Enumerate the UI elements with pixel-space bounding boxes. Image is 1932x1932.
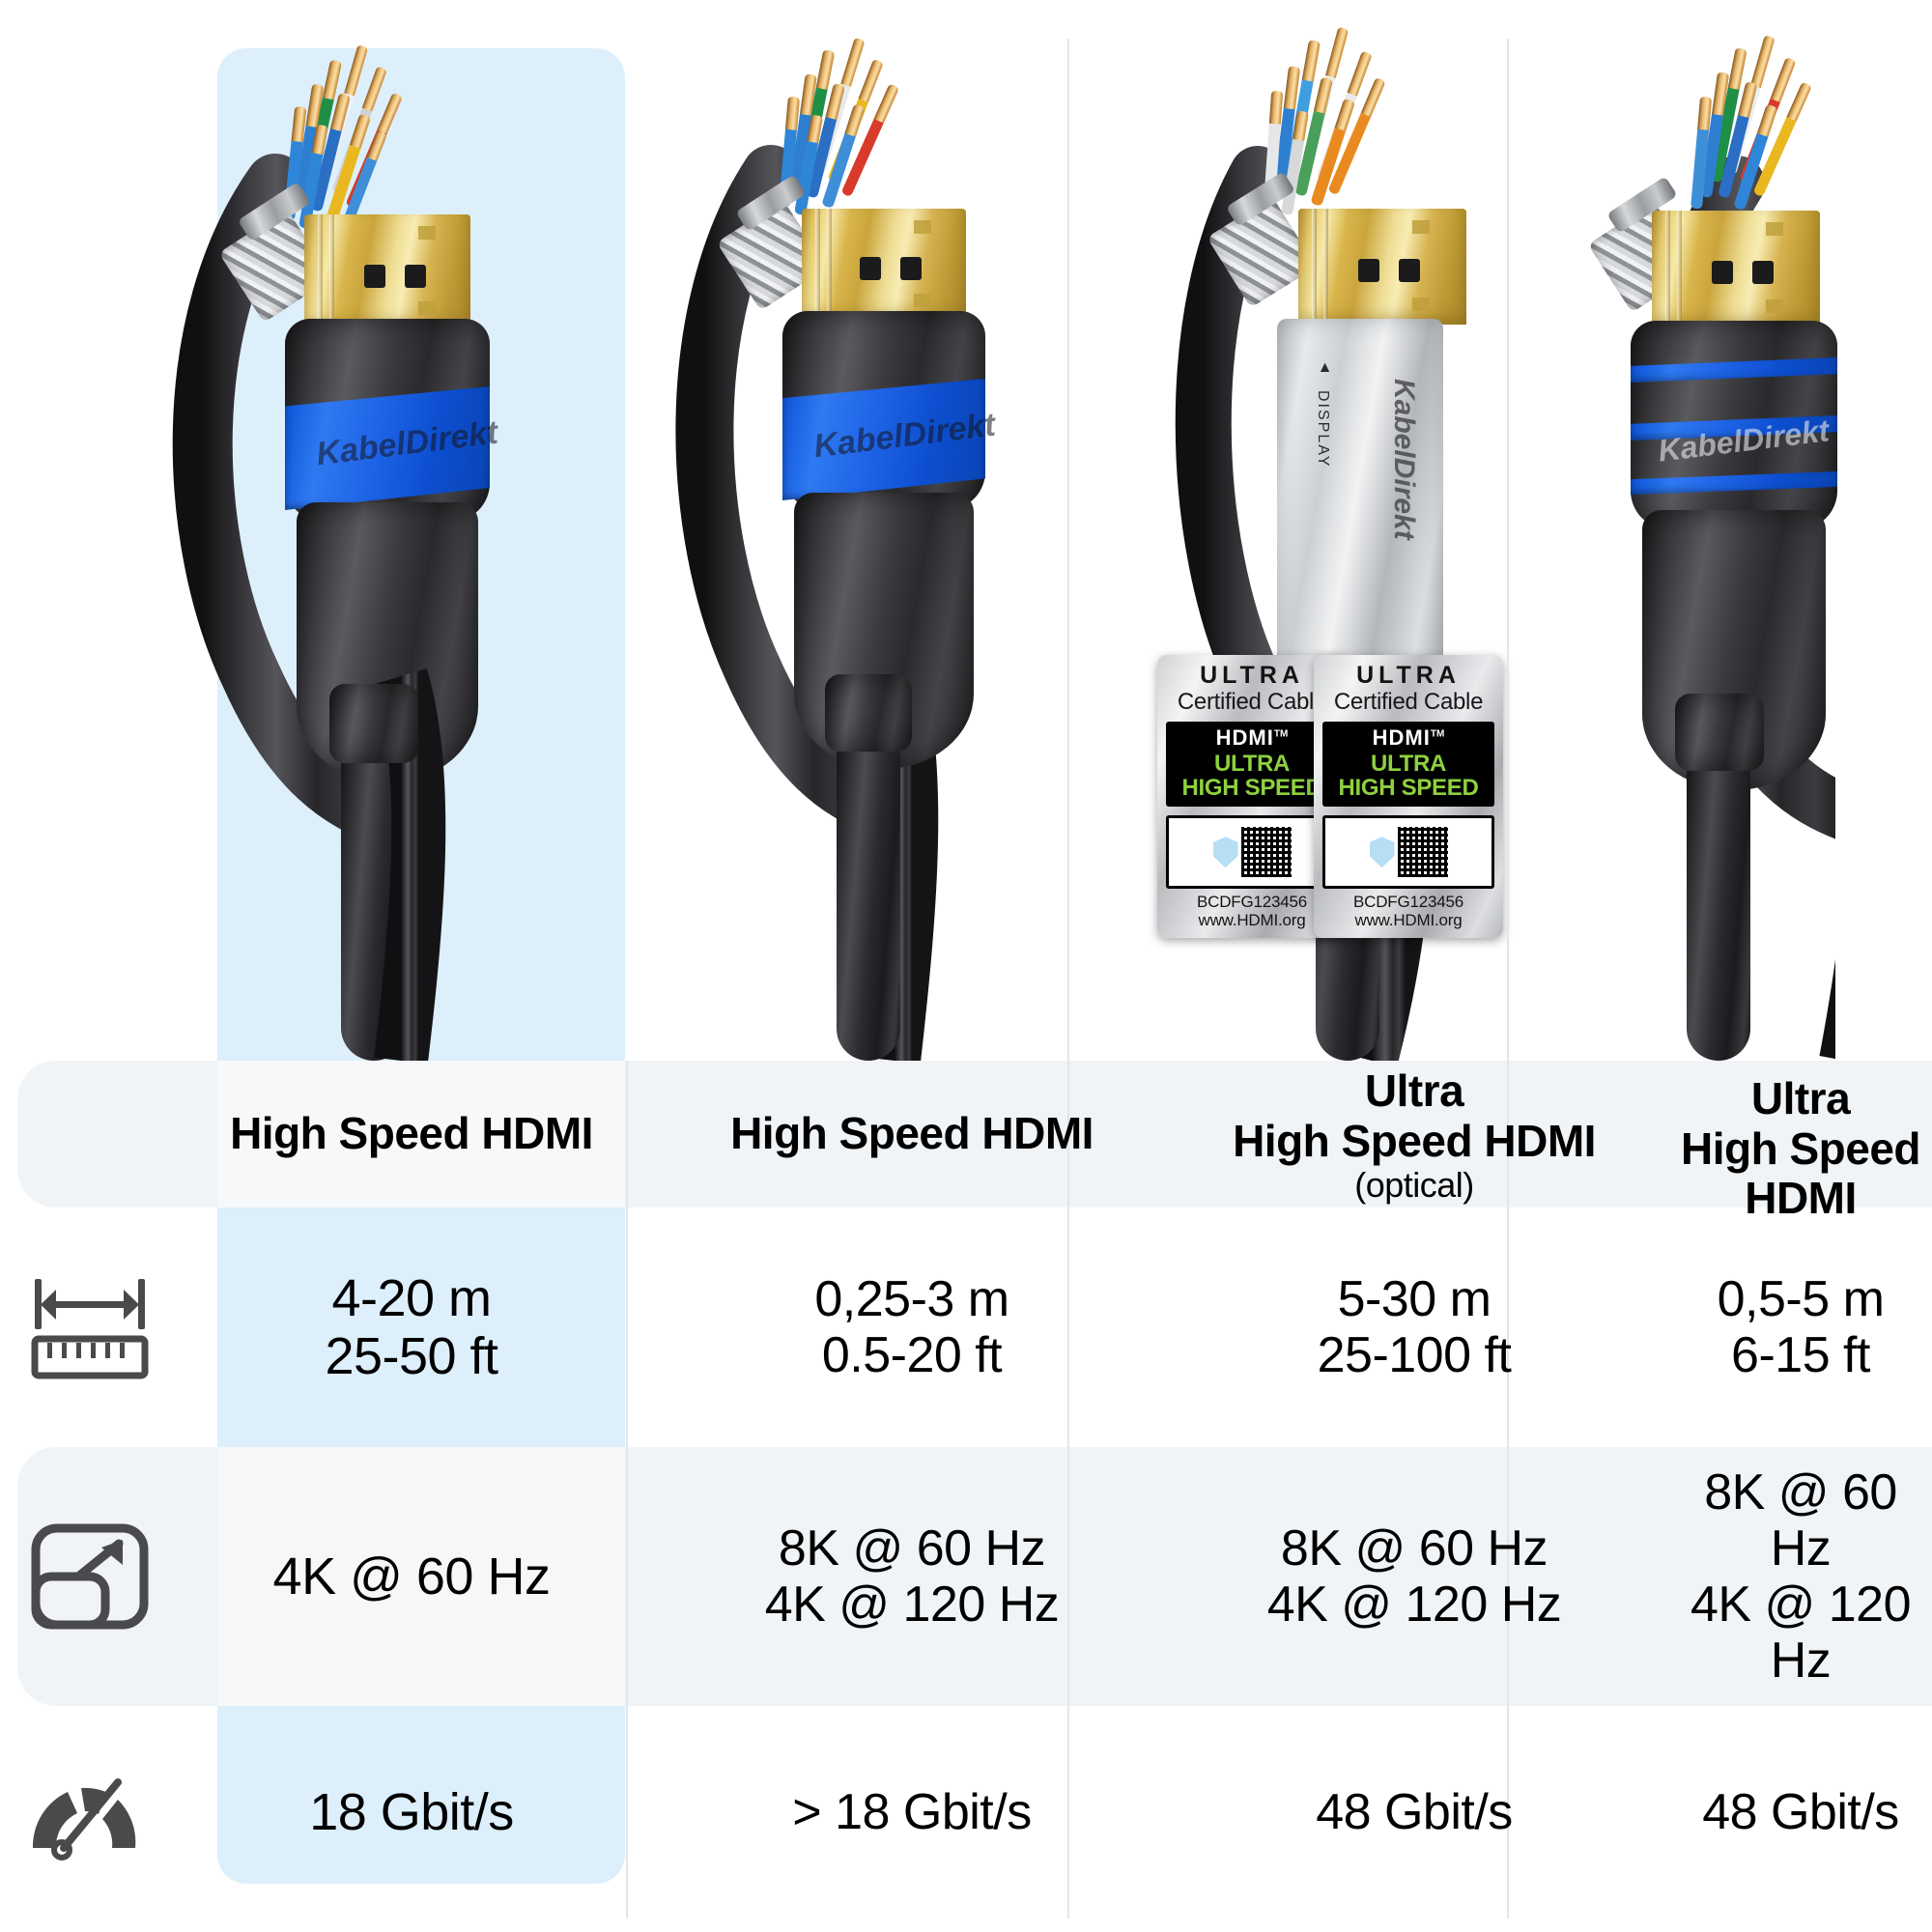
column-header-1-title: High Speed HDMI (230, 1108, 593, 1159)
bandwidth-value-2-text: > 18 Gbit/s (792, 1783, 1032, 1840)
column-header-4-title-line2: High Speed HDMI (1680, 1122, 1921, 1224)
bandwidth-value-4: 48 Gbit/s (1669, 1706, 1932, 1918)
length-value-2-imperial: 0.5-20 ft (821, 1327, 1003, 1383)
product-photo-ultra-high-speed: KabelDirekt ULTRA Certified Cable HDMITM… (1314, 0, 1932, 1061)
length-value-3-metric: 5-30 m (1337, 1270, 1492, 1327)
cert-url: www.HDMI.org (1198, 911, 1306, 930)
display-label: DISPLAY (1315, 390, 1331, 469)
brand-label: KabelDirekt (1388, 379, 1420, 540)
qr-code-icon (1397, 827, 1448, 878)
length-value-4-metric: 0,5-5 m (1717, 1270, 1885, 1327)
cert-ultra-text: ULTRA (1356, 662, 1461, 689)
length-ruler-icon (17, 1208, 162, 1447)
hdmi-wordmark: HDMI (1372, 724, 1431, 750)
length-value-1-metric: 4-20 m (331, 1268, 492, 1327)
hdmi-gold-plug (1298, 209, 1466, 325)
speedometer-icon (17, 1706, 162, 1918)
hdmi-gold-plug (802, 209, 966, 321)
uhs-line2: HIGH SPEED (1181, 775, 1322, 802)
product-photo-high-speed-hdmi-short: KabelDirekt (667, 0, 1150, 1061)
resolution-value-3-line1: 8K @ 60 Hz (1280, 1520, 1548, 1577)
bandwidth-value-3-text: 48 Gbit/s (1316, 1783, 1513, 1840)
cert-ultra-text: ULTRA (1200, 662, 1304, 689)
cable-collar (1675, 694, 1764, 771)
column-header-4-title-line1: Ultra (1750, 1073, 1851, 1123)
trademark-mark: TM (1430, 728, 1445, 740)
length-value-3-imperial: 25-100 ft (1317, 1327, 1512, 1383)
bandwidth-value-2: > 18 Gbit/s (665, 1706, 1159, 1918)
cable-collar (329, 684, 418, 763)
column-header-2: High Speed HDMI (665, 1061, 1159, 1208)
column-header-3-title-line1: Ultra (1364, 1065, 1464, 1116)
column-header-3-title-line2: High Speed HDMI (1233, 1115, 1596, 1166)
column-separator-3 (1067, 39, 1069, 1918)
shield-icon (1369, 837, 1395, 868)
cable-tail (1687, 744, 1750, 1061)
length-value-1-imperial: 25-50 ft (325, 1327, 498, 1385)
length-value-4: 0,5-5 m 6-15 ft (1669, 1208, 1932, 1447)
length-value-1: 4-20 m 25-50 ft (164, 1208, 659, 1447)
column-header-2-title: High Speed HDMI (730, 1108, 1094, 1159)
cert-certified-text: Certified Cable (1333, 689, 1484, 716)
cable-tail (837, 724, 900, 1061)
speedometer-icon-svg (32, 1778, 136, 1861)
column-separator-4 (1507, 39, 1509, 1918)
resolution-value-3-line2: 4K @ 120 Hz (1266, 1577, 1562, 1633)
bandwidth-value-1-text: 18 Gbit/s (309, 1782, 514, 1841)
bandwidth-value-3: 48 Gbit/s (1167, 1706, 1662, 1918)
cert-qr-block (1322, 815, 1494, 890)
resolution-value-2-line1: 8K @ 60 Hz (778, 1520, 1046, 1577)
resolution-value-4-line2: 4K @ 120 Hz (1690, 1577, 1912, 1690)
cert-code: BCDFG123456 (1196, 893, 1308, 912)
cable-collar (825, 674, 912, 752)
hdmi-wordmark: HDMI (1215, 724, 1274, 750)
resolution-value-3: 8K @ 60 Hz 4K @ 120 Hz (1167, 1447, 1662, 1706)
column-header-1: High Speed HDMI (164, 1061, 659, 1208)
length-value-4-imperial: 6-15 ft (1731, 1327, 1870, 1383)
trademark-mark: TM (1273, 728, 1289, 740)
resolution-scale-icon (17, 1447, 162, 1706)
resolution-value-4: 8K @ 60 Hz 4K @ 120 Hz (1669, 1447, 1932, 1706)
cert-certified-text: Certified Cable (1177, 689, 1327, 716)
cable-tail-curve (374, 668, 446, 1061)
column-header-3: Ultra High Speed HDMI (optical) (1167, 1061, 1662, 1213)
cert-qr-block (1166, 815, 1338, 890)
column-header-3-subtitle: (optical) (1354, 1165, 1474, 1206)
resolution-value-2: 8K @ 60 Hz 4K @ 120 Hz (665, 1447, 1159, 1706)
column-separator-2 (626, 1061, 628, 1918)
resolution-scale-icon-svg (31, 1523, 149, 1629)
resolution-value-1: 4K @ 60 Hz (164, 1447, 659, 1706)
length-value-2-metric: 0,25-3 m (814, 1270, 1009, 1327)
uhs-line1: ULTRA (1213, 750, 1291, 777)
bandwidth-value-4-text: 48 Gbit/s (1702, 1783, 1899, 1840)
brand-blue-band (285, 386, 490, 510)
column-header-4: Ultra High Speed HDMI (1669, 1061, 1932, 1224)
product-photo-high-speed-hdmi: KabelDirekt (159, 0, 662, 1061)
hdmi-gold-plug (1652, 211, 1820, 327)
uhs-line1: ULTRA (1370, 750, 1447, 777)
cable-jacket-curve (172, 154, 416, 846)
brand-blue-band (782, 379, 985, 500)
length-value-2: 0,25-3 m 0.5-20 ft (665, 1208, 1159, 1447)
shield-icon (1212, 837, 1238, 868)
uhs-line2: HIGH SPEED (1338, 775, 1479, 802)
resolution-value-4-line1: 8K @ 60 Hz (1704, 1463, 1897, 1577)
qr-code-icon (1240, 827, 1292, 878)
length-ruler-icon-svg (31, 1279, 149, 1379)
product-photo-row: KabelDirekt (159, 0, 1932, 1061)
bandwidth-value-1: 18 Gbit/s (164, 1706, 659, 1918)
resolution-value-1-line1: 4K @ 60 Hz (272, 1547, 551, 1605)
display-direction-marker: ▲ (1317, 359, 1333, 378)
hdmi-gold-plug (304, 214, 470, 328)
cert-code: BCDFG123456 (1352, 893, 1464, 912)
length-value-3: 5-30 m 25-100 ft (1167, 1208, 1662, 1447)
resolution-value-2-line2: 4K @ 120 Hz (764, 1577, 1060, 1633)
cert-url: www.HDMI.org (1354, 911, 1463, 930)
